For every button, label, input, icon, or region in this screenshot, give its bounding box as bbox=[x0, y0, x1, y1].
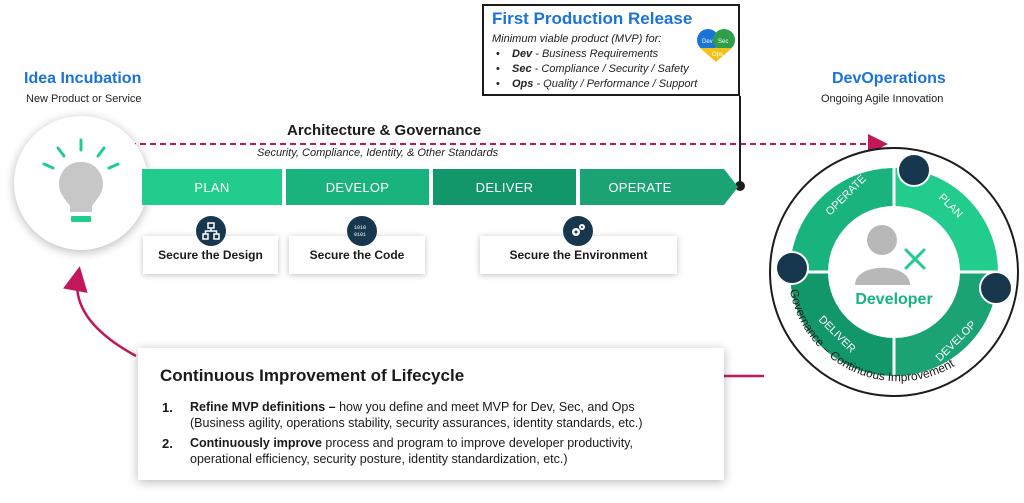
release-item-sec: •Sec - Compliance / Security / Safety bbox=[496, 63, 689, 75]
architecture-subtitle: Security, Compliance, Identity, & Other … bbox=[257, 147, 499, 159]
devoperations-title: DevOperations bbox=[832, 70, 946, 87]
continuous-improvement-title: Continuous Improvement of Lifecycle bbox=[160, 366, 465, 385]
devops-wheel: Developer OPERATE PLAN DEVELOP DELIVER G… bbox=[769, 147, 1019, 397]
ci-item-2: Continuously improve process and program… bbox=[190, 436, 633, 466]
wheel-center-label: Developer bbox=[855, 291, 932, 308]
phase-deliver: DELIVER bbox=[433, 169, 576, 205]
svg-text:Ops: Ops bbox=[712, 52, 723, 58]
devsecops-heart-logo: Dev Sec Ops bbox=[697, 29, 735, 62]
idea-circle bbox=[14, 116, 148, 250]
feedback-curve-arrow bbox=[63, 266, 137, 358]
architecture-title: Architecture & Governance bbox=[287, 122, 482, 139]
developer-icon bbox=[855, 225, 926, 285]
lightbulb-icon bbox=[42, 138, 120, 222]
ci-item-1: Refine MVP definitions – how you define … bbox=[190, 400, 643, 430]
svg-text:Sec: Sec bbox=[718, 39, 728, 45]
wheel-binary-code-icon bbox=[979, 271, 1013, 305]
release-item-ops: •Ops - Quality / Performance / Support bbox=[496, 78, 698, 90]
phase-arrow-head bbox=[700, 169, 738, 205]
first-production-release-box: First Production Release Minimum viable … bbox=[482, 4, 740, 96]
ci-item-1-number: 1. bbox=[162, 400, 173, 415]
gears-icon bbox=[563, 216, 593, 246]
idea-incubation-subtitle: New Product or Service bbox=[26, 93, 142, 105]
release-intro: Minimum viable product (MVP) for: bbox=[492, 33, 662, 45]
phase-operate: OPERATE bbox=[580, 169, 700, 205]
wheel-gears-icon bbox=[775, 251, 809, 285]
ci-item-2-number: 2. bbox=[162, 436, 173, 451]
svg-text:0101: 0101 bbox=[354, 232, 366, 238]
svg-text:1010: 1010 bbox=[354, 225, 366, 231]
phase-plan: PLAN bbox=[142, 169, 282, 205]
release-item-dev: •Dev - Business Requirements bbox=[496, 48, 659, 60]
devoperations-subtitle: Ongoing Agile Innovation bbox=[821, 93, 944, 105]
wheel-hierarchy-icon bbox=[897, 153, 931, 187]
release-title: First Production Release bbox=[492, 9, 693, 28]
phase-develop: DEVELOP bbox=[286, 169, 429, 205]
secure-environment-label: Secure the Environment bbox=[509, 248, 648, 262]
secure-design-label: Secure the Design bbox=[158, 248, 263, 262]
idea-incubation-title: Idea Incubation bbox=[24, 70, 142, 87]
hierarchy-icon bbox=[196, 216, 226, 246]
continuous-improvement-box: Continuous Improvement of Lifecycle 1. R… bbox=[138, 348, 724, 480]
svg-text:Dev: Dev bbox=[702, 39, 713, 45]
secure-code-label: Secure the Code bbox=[309, 248, 405, 262]
release-pointer-dot bbox=[735, 181, 745, 191]
